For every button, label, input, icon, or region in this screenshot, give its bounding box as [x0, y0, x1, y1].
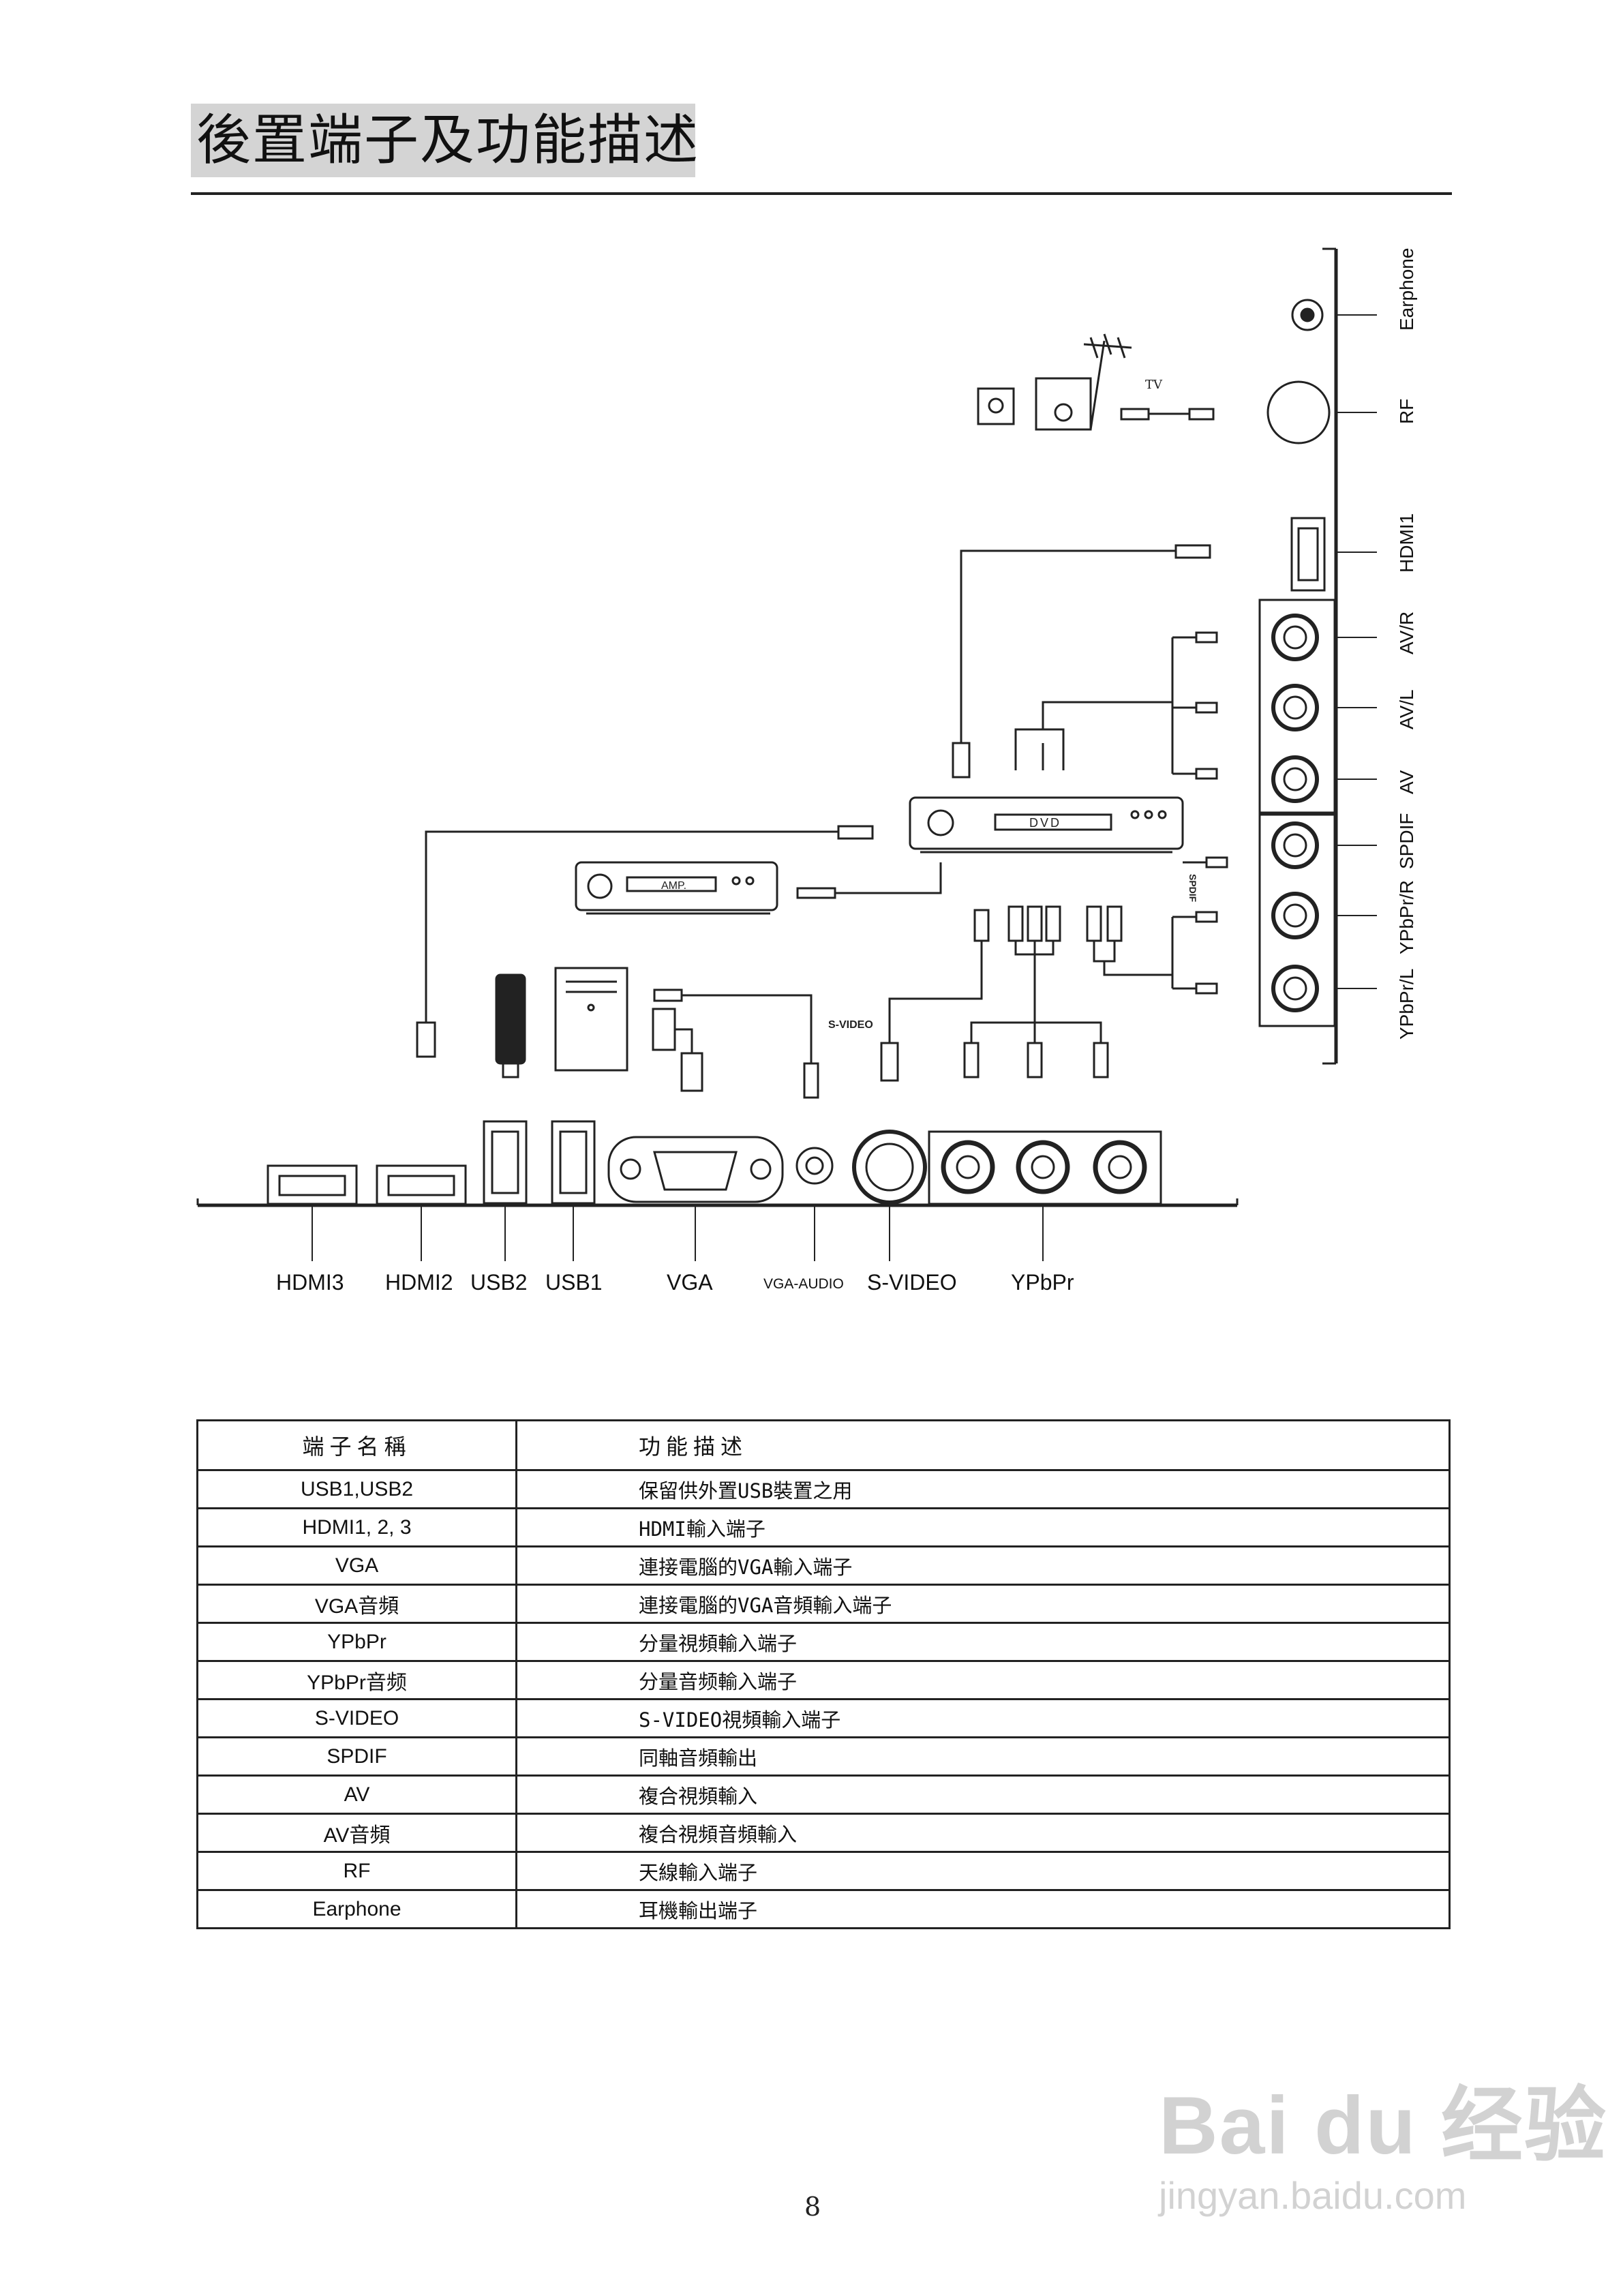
dvd-text: DVD: [1029, 816, 1061, 830]
port-label-av-l: AV/L: [1396, 689, 1417, 729]
cell-desc: 分量視頻輸入端子: [515, 1622, 1451, 1662]
cell-desc: 耳機輸出端子: [515, 1889, 1451, 1929]
cell-desc: 連接電腦的VGA音頻輸入端子: [515, 1584, 1451, 1624]
watermark-url: jingyan.baidu.com: [1159, 2174, 1467, 2217]
cell-name: VGA音頻: [196, 1584, 517, 1624]
port-label-hdmi1: HDMI1: [1396, 513, 1417, 573]
table-row: YPbPr音频分量音频輸入端子: [196, 1660, 1451, 1700]
leader-lines: [312, 314, 1377, 1261]
cell-name: AV: [196, 1774, 517, 1815]
port-label-s-video: S-VIDEO: [867, 1270, 957, 1295]
port-label-vga: VGA: [667, 1270, 713, 1295]
cell-desc: 天線輸入端子: [515, 1851, 1451, 1891]
page-number: 8: [804, 2192, 821, 2222]
cell-desc: 分量音频輸入端子: [515, 1660, 1451, 1700]
port-label-rf: RF: [1396, 398, 1417, 424]
port-label-hdmi2: HDMI2: [385, 1270, 453, 1295]
cell-name: YPbPr: [196, 1622, 517, 1662]
title-underline: [191, 192, 1452, 195]
table-header-row: 端子名稱 功能描述: [196, 1419, 1451, 1471]
port-label-usb2: USB2: [470, 1270, 528, 1295]
cell-desc: 同軸音頻輸出: [515, 1736, 1451, 1777]
bottom-panel: [196, 1120, 1239, 1207]
port-label-earphone: Earphone: [1396, 247, 1417, 331]
port-label-spdif: SPDIF: [1396, 813, 1417, 869]
svideo-cable-text: S-VIDEO: [828, 1019, 873, 1031]
connection-diagram: TV DVD AMP. S-VIDEO SPDIF: [196, 247, 1377, 1261]
table-row: AV音頻複合視頻音頻輸入: [196, 1813, 1451, 1853]
cell-desc: 保留供外置USB裝置之用: [515, 1469, 1451, 1509]
cell-name: Earphone: [196, 1889, 517, 1929]
cell-name: VGA: [196, 1545, 517, 1586]
amplifier: [575, 861, 778, 915]
baidu-watermark: Bai du 经验 jingyan.baidu.com: [1159, 2059, 1607, 2218]
title-highlight: [191, 104, 695, 177]
port-label-ypbpr-r: YPbPr/R: [1396, 880, 1417, 954]
cell-name: S-VIDEO: [196, 1698, 517, 1738]
cell-name: YPbPr音频: [196, 1660, 517, 1700]
cell-name: RF: [196, 1851, 517, 1891]
cell-desc: 複合視頻輸入: [515, 1774, 1451, 1815]
port-label-vga-audio: VGA-AUDIO: [763, 1276, 844, 1292]
cell-desc: 連接電腦的VGA輸入端子: [515, 1545, 1451, 1586]
cell-desc: S-VIDEO視頻輸入端子: [515, 1698, 1451, 1738]
table-row: VGA音頻連接電腦的VGA音頻輸入端子: [196, 1584, 1451, 1624]
port-label-av: AV: [1396, 770, 1417, 794]
cell-name: HDMI1, 2, 3: [196, 1507, 517, 1547]
side-panel: [1258, 247, 1338, 1065]
page-title: 後置端子及功能描述: [196, 108, 699, 172]
antenna-wall-plate: [977, 333, 1215, 431]
cell-name: USB1,USB2: [196, 1469, 517, 1509]
header-terminal-name: 端子名稱: [196, 1419, 517, 1471]
spdif-cable-text: SPDIF: [1187, 874, 1198, 903]
watermark-brand: Bai du 经验: [1159, 2080, 1608, 2171]
tv-text: TV: [1145, 378, 1163, 392]
pc-tower: [554, 967, 628, 1072]
port-label-usb1: USB1: [545, 1270, 603, 1295]
port-label-hdmi3: HDMI3: [276, 1270, 344, 1295]
port-label-ypbpr: YPbPr: [1011, 1270, 1074, 1295]
cell-name: SPDIF: [196, 1736, 517, 1777]
cell-desc: HDMI輸入端子: [515, 1507, 1451, 1547]
dvd-player: [909, 796, 1184, 854]
port-label-av-r: AV/R: [1396, 611, 1417, 654]
cell-desc: 複合視頻音頻輸入: [515, 1813, 1451, 1853]
port-label-ypbpr-l: YPbPr/L: [1396, 968, 1417, 1040]
amp-text: AMP.: [661, 880, 686, 892]
header-function: 功能描述: [515, 1419, 1451, 1471]
cell-name: AV音頻: [196, 1813, 517, 1853]
